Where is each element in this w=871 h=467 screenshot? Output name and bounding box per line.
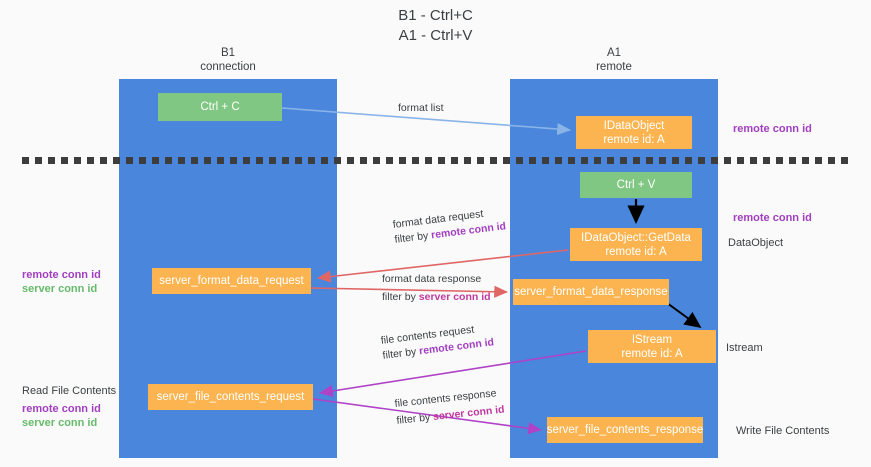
edge-label-format-list: format list [398,101,444,115]
node-server-format-data-response[interactable]: server_format_data_response [513,279,669,305]
node-server-file-contents-response-label: server_file_contents_response [546,424,704,436]
column-header-a1-name: A1 [606,47,622,59]
edge-label-fdr-filter-prefix: filter by [393,229,432,246]
edge-label-format-data-request: format data request filter by remote con… [392,204,507,246]
node-ctrl-c[interactable]: Ctrl + C [158,93,282,121]
phase-divider [22,157,850,164]
node-server-format-data-request-label: server_format_data_request [159,275,304,287]
node-idataobject-line2: remote id: A [603,133,665,146]
node-server-file-contents-response[interactable]: server_file_contents_response [547,417,703,443]
node-idataobject-line1: IDataObject [603,119,665,132]
edge-label-fcres-filter-key: server conn id [432,403,506,423]
edge-label-fcres-filter-prefix: filter by [395,411,434,427]
edge-label-fcr-filter-prefix: filter by [381,345,420,362]
note-group-format-ids: remote conn id server conn id [22,268,101,296]
node-getdata-line1: IDataObject::GetData [581,231,691,244]
note-format-server-conn-id: server conn id [22,283,98,295]
node-ctrl-v[interactable]: Ctrl + V [580,172,692,198]
edge-label-fdres-filter-key: server conn id [418,291,491,303]
node-istream[interactable]: IStream remote id: A [588,330,716,363]
edge-label-format-list-text: format list [398,102,444,114]
edge-label-fdres-filter-prefix: filter by [382,291,419,303]
node-ctrl-c-label: Ctrl + C [200,101,240,113]
title-line-2: A1 - Ctrl+V [398,27,473,44]
column-header-a1-role: remote [596,61,632,73]
note-istream: Istream [726,342,763,354]
node-idataobject-getdata[interactable]: IDataObject::GetData remote id: A [570,228,702,261]
node-istream-line2: remote id: A [621,347,683,360]
node-server-format-data-response-label: server_format_data_response [514,286,668,298]
node-istream-line1: IStream [631,333,673,346]
note-file-remote-conn-id: remote conn id [22,403,101,415]
column-header-b1: B1 connection [119,46,337,74]
note-file-server-conn-id: server conn id [22,417,98,429]
edge-label-format-data-response: format data response filter by server co… [382,272,491,304]
edge-label-file-contents-response: file contents response filter by server … [394,386,505,428]
title-line-1: B1 - Ctrl+C [398,7,473,24]
column-header-b1-role: connection [200,61,256,73]
note-dataobject: DataObject [728,237,784,249]
node-ctrl-v-label: Ctrl + V [616,179,656,191]
note-remote-conn-id-top: remote conn id [733,123,812,135]
column-header-b1-name: B1 [220,47,236,59]
diagram-title: B1 - Ctrl+C A1 - Ctrl+V [0,6,871,46]
edge-label-file-contents-request: file contents request filter by remote c… [380,320,495,362]
note-remote-conn-id-mid: remote conn id [733,212,812,224]
edge-label-fdres-line1: format data response [382,273,482,285]
node-getdata-line2: remote id: A [605,245,667,258]
node-server-format-data-request[interactable]: server_format_data_request [152,268,311,294]
edge-label-fdres-filter: filter by server conn id [382,290,491,304]
node-server-file-contents-request-label: server_file_contents_request [156,391,305,403]
note-group-file-ids: Read File Contents remote conn id server… [22,384,116,430]
note-write-file-contents: Write File Contents [736,425,830,437]
note-format-remote-conn-id: remote conn id [22,269,101,281]
node-idataobject[interactable]: IDataObject remote id: A [576,116,692,149]
column-header-a1: A1 remote [510,46,718,74]
note-read-file-contents: Read File Contents [22,385,117,397]
node-server-file-contents-request[interactable]: server_file_contents_request [148,384,313,410]
